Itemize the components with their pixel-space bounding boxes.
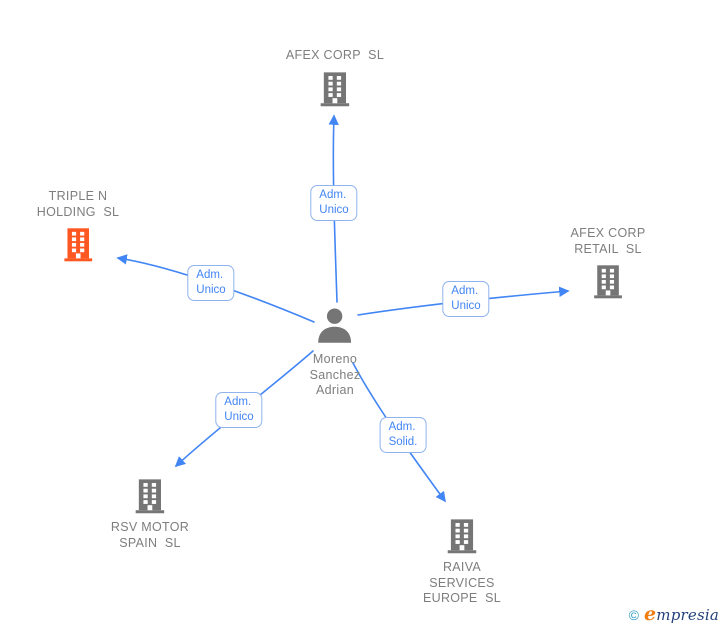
building-icon	[316, 70, 354, 108]
empresia-wordmark: empresia	[644, 603, 719, 625]
company-name: RSV MOTOR SPAIN SL	[110, 520, 190, 550]
building-icon	[60, 226, 97, 263]
company-name: AFEX CORP RETAIL SL	[570, 226, 646, 256]
company-name: TRIPLE N HOLDING SL	[36, 189, 120, 219]
edge-label-adm-unico-triple-n[interactable]: Adm. Unico	[187, 265, 235, 301]
edge-label-adm-unico-rsv[interactable]: Adm. Unico	[215, 392, 263, 428]
person-icon	[314, 305, 356, 347]
building-icon	[131, 477, 169, 515]
wordmark-rest: mpresia	[656, 606, 719, 624]
node-raiva-services-europe-sl[interactable]: RAIVA SERVICES EUROPE SL	[423, 517, 501, 607]
node-triple-n-holding-sl[interactable]: TRIPLE N HOLDING SL	[37, 189, 120, 263]
building-icon	[590, 263, 627, 300]
edge-label-adm-unico-afex-corp[interactable]: Adm. Unico	[310, 185, 358, 221]
empresia-logo[interactable]: © empresia	[629, 603, 719, 625]
node-person-moreno-sanchez-adrian[interactable]: Moreno Sanchez Adrian	[310, 305, 361, 399]
building-icon	[443, 517, 481, 555]
person-name: Moreno Sanchez Adrian	[309, 352, 361, 397]
node-afex-corp-sl[interactable]: AFEX CORP SL	[286, 48, 384, 108]
node-afex-corp-retail-sl[interactable]: AFEX CORP RETAIL SL	[571, 226, 646, 300]
company-name: AFEX CORP SL	[285, 48, 385, 62]
edge-label-adm-unico-afex-retail[interactable]: Adm. Unico	[442, 281, 490, 317]
node-rsv-motor-spain-sl[interactable]: RSV MOTOR SPAIN SL	[111, 477, 189, 551]
wordmark-e: e	[643, 603, 657, 625]
copyright-icon: ©	[628, 607, 639, 623]
company-name: RAIVA SERVICES EUROPE SL	[422, 560, 502, 605]
edge-label-adm-solid-raiva[interactable]: Adm. Solid.	[379, 417, 427, 453]
